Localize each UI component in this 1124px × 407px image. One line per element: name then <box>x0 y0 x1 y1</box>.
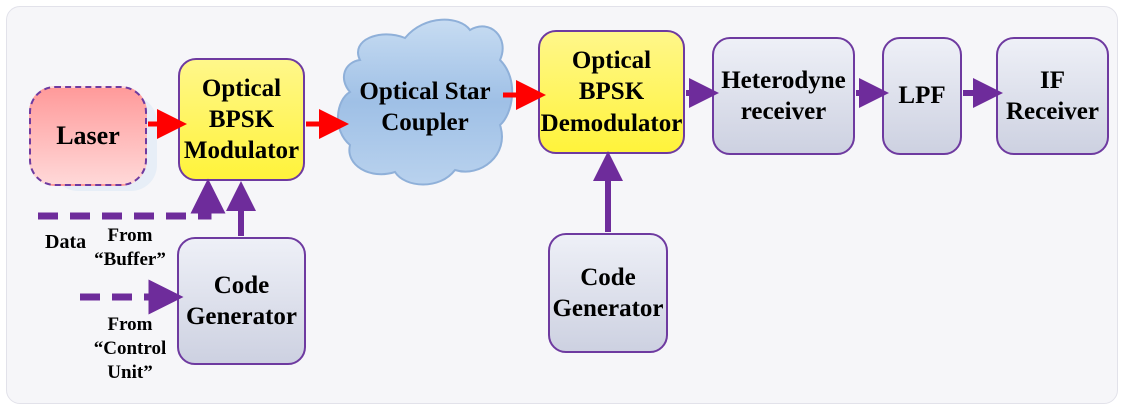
optical-bpsk-modulator-block: Optical BPSK Modulator <box>178 58 305 181</box>
laser-block: Laser <box>29 86 147 186</box>
optical-star-coupler-label: Optical Star Coupler <box>359 77 491 136</box>
code-generator-block-1: Code Generator <box>177 237 306 365</box>
data-label: Data <box>45 231 87 253</box>
code-generator-block-2: Code Generator <box>548 233 668 353</box>
from-buffer-label: From “Buffer” <box>94 225 166 270</box>
if-receiver-block: IF Receiver <box>996 37 1109 155</box>
optical-bpsk-demodulator-block: Optical BPSK Demodulator <box>538 30 685 154</box>
heterodyne-receiver-block: Heterodyne receiver <box>712 37 855 155</box>
from-control-unit-label: From “Control Unit” <box>93 314 167 383</box>
lpf-block: LPF <box>882 37 962 155</box>
